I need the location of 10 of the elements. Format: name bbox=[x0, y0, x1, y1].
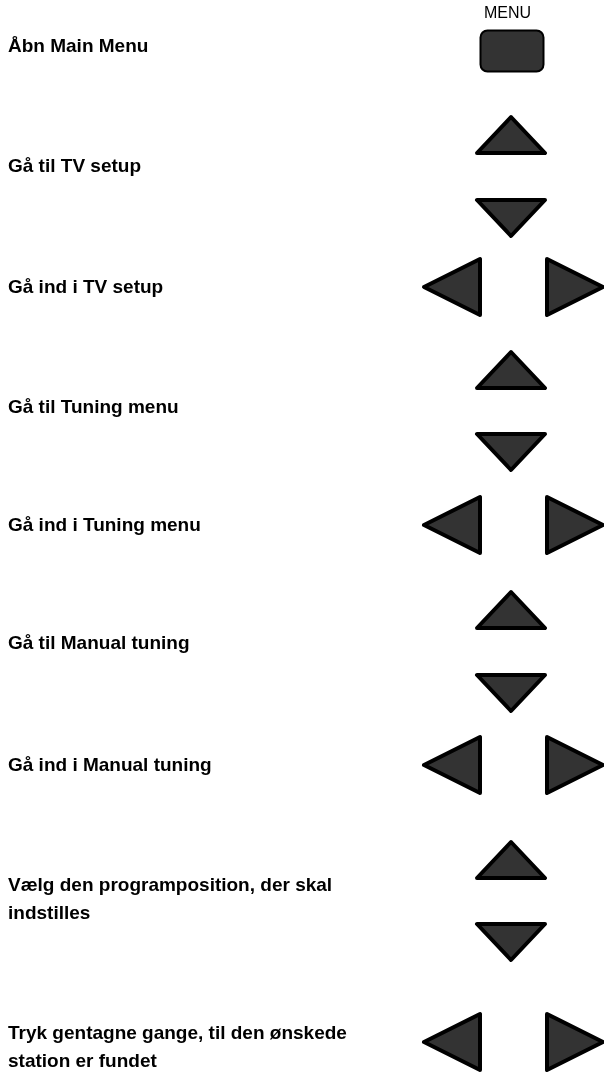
instruction-text: Gå til Manual tuning bbox=[8, 631, 191, 655]
instruction-text: Gå ind i Tuning menu bbox=[8, 513, 202, 537]
instruction-text: Gå ind i TV setup bbox=[8, 275, 165, 299]
instruction-text: Åbn Main Menu bbox=[8, 34, 150, 58]
instruction-text: Gå til Tuning menu bbox=[8, 395, 180, 419]
instruction-text: Vælg den programposition, der skal indstilles bbox=[8, 873, 334, 925]
button-label: MENU bbox=[484, 4, 532, 22]
instruction-text: Gå til TV setup bbox=[8, 154, 143, 178]
instruction-text: Tryk gentagne gange, til den ønskede station er fundet bbox=[8, 1021, 348, 1073]
instruction-text: Gå ind i Manual tuning bbox=[8, 753, 213, 777]
